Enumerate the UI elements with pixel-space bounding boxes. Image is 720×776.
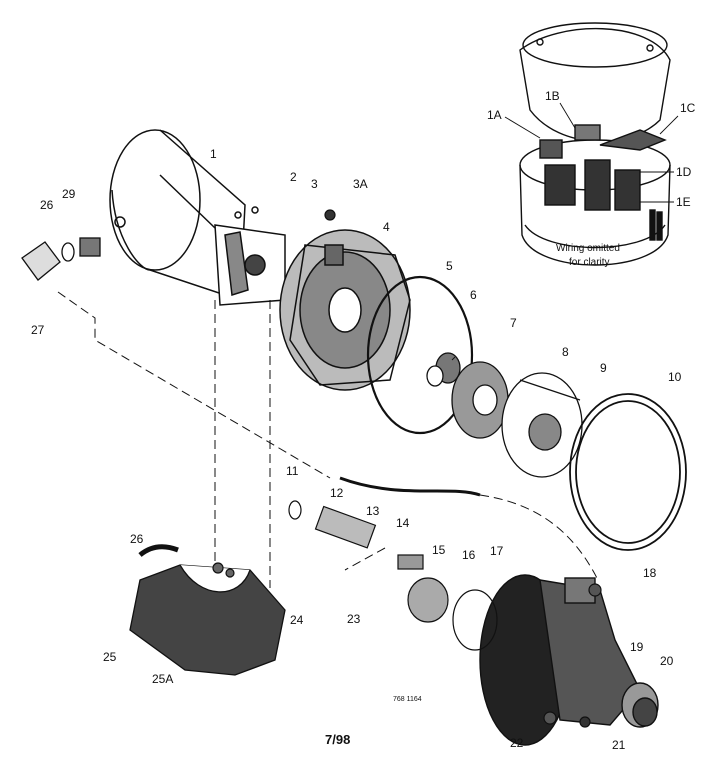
wiring-note-line2: for clarity [569,257,610,268]
label-1: 1 [210,147,217,161]
label-5: 5 [446,259,453,273]
label-26-base: 26 [130,532,144,546]
label-14: 14 [396,516,410,530]
label-1C: 1C [680,101,696,115]
diffuser-o-ring [366,275,474,435]
label-21: 21 [612,738,626,752]
label-8: 8 [562,345,569,359]
label-15: 15 [432,543,446,557]
label-9: 9 [600,361,607,375]
motor-base [129,564,286,676]
label-10: 10 [668,370,682,384]
label-1A: 1A [487,108,502,122]
assembly-guide-lines [57,291,599,588]
label-4: 4 [383,220,390,234]
label-17: 17 [490,544,504,558]
label-24: 24 [290,613,304,627]
leader-lines [451,102,679,361]
label-2: 2 [290,170,297,184]
label-12: 12 [330,486,344,500]
diffuser [501,372,583,478]
label-1B: 1B [545,89,560,103]
label-23: 23 [347,612,361,626]
label-1D: 1D [676,165,692,179]
label-11: 11 [286,464,299,478]
pump-housing [479,574,659,746]
wiring-note-line1: Wiring omitted [556,243,620,254]
label-25A: 25A [152,672,173,686]
label-3A: 3A [353,177,368,191]
label-22: 22 [510,736,524,750]
motor-wiring-housing [519,124,671,266]
label-13: 13 [366,504,380,518]
clamp-band [569,393,687,551]
label-26-top: 26 [40,198,54,212]
label-27: 27 [31,323,45,337]
label-18: 18 [643,566,657,580]
strainer-cover [21,237,101,281]
label-16: 16 [462,548,476,562]
label-3: 3 [311,177,318,191]
motor-end-cover [519,22,671,143]
seal-plate [279,229,411,391]
drawing-number: 768 1164 [393,696,422,703]
label-25: 25 [103,650,117,664]
label-7: 7 [510,316,517,330]
label-6: 6 [470,288,477,302]
label-20: 20 [660,654,674,668]
impeller [451,361,509,439]
revision-date: 7/98 [325,732,350,747]
misc-hardware [138,209,602,728]
pump-motor [109,129,286,306]
label-1E: 1E [676,195,691,209]
label-19: 19 [630,640,644,654]
label-29: 29 [62,187,76,201]
part-labels: 1 1A 1B 1C 1D 1E 2 3 3A 4 5 6 7 8 9 10 1… [31,89,696,752]
shaft-seal [426,352,461,387]
